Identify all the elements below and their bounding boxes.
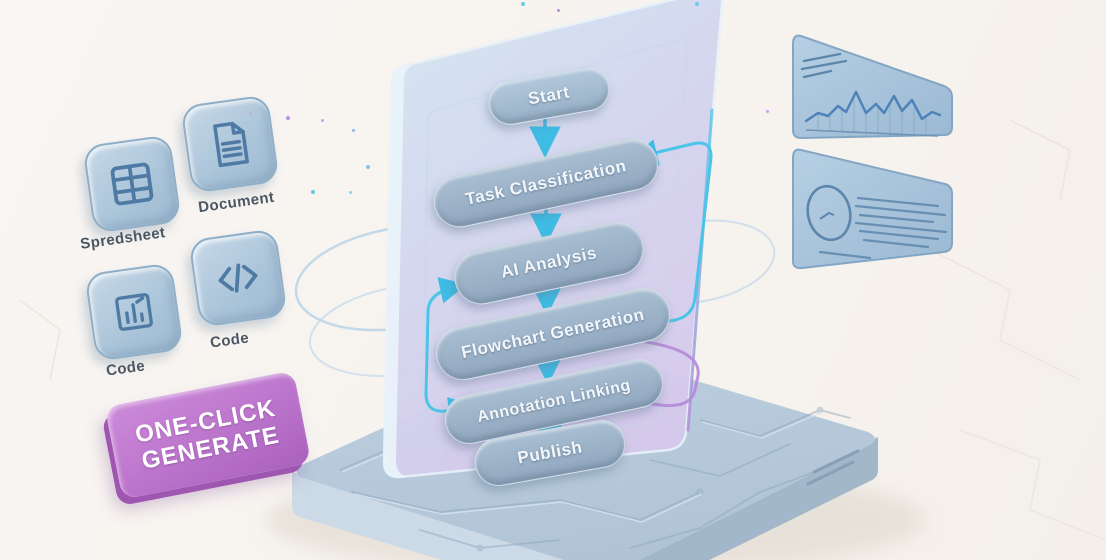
particle-dot bbox=[349, 191, 352, 194]
summary-text-lines bbox=[818, 196, 948, 260]
bar-chart-doodle-icon bbox=[115, 293, 153, 331]
tool-tile-chart[interactable] bbox=[84, 262, 184, 362]
loop-left-cyan bbox=[424, 277, 476, 424]
menu-lines-icon bbox=[800, 52, 848, 79]
particle-dot bbox=[695, 2, 699, 6]
loop-right-purple bbox=[644, 340, 700, 408]
tool-tile-document[interactable] bbox=[180, 94, 280, 194]
gauge-circle bbox=[806, 184, 852, 242]
particle-dot bbox=[286, 116, 290, 120]
document-icon bbox=[213, 121, 249, 168]
tool-tile-spreadsheet[interactable] bbox=[82, 134, 182, 234]
spreadsheet-grid-icon bbox=[110, 162, 154, 206]
connector-loops bbox=[424, 139, 713, 424]
chart-baseline bbox=[805, 129, 939, 137]
particle-dot bbox=[249, 112, 252, 115]
particle-dot bbox=[766, 110, 769, 113]
tool-tile-code[interactable] bbox=[188, 228, 288, 328]
code-brackets-icon bbox=[218, 263, 258, 293]
particle-dot bbox=[366, 165, 370, 169]
particle-dot bbox=[557, 9, 560, 12]
particle-dot bbox=[521, 2, 525, 6]
gauge-hand bbox=[819, 211, 835, 220]
particle-dot bbox=[311, 190, 315, 194]
background-texture bbox=[19, 119, 1106, 541]
particle-dot bbox=[352, 129, 355, 132]
line-chart-card bbox=[792, 34, 953, 140]
side-vents bbox=[806, 449, 860, 486]
loop-right-cyan bbox=[630, 139, 713, 327]
report-summary-card bbox=[792, 148, 953, 270]
particle-dot bbox=[321, 119, 324, 122]
trend-line bbox=[804, 90, 942, 123]
